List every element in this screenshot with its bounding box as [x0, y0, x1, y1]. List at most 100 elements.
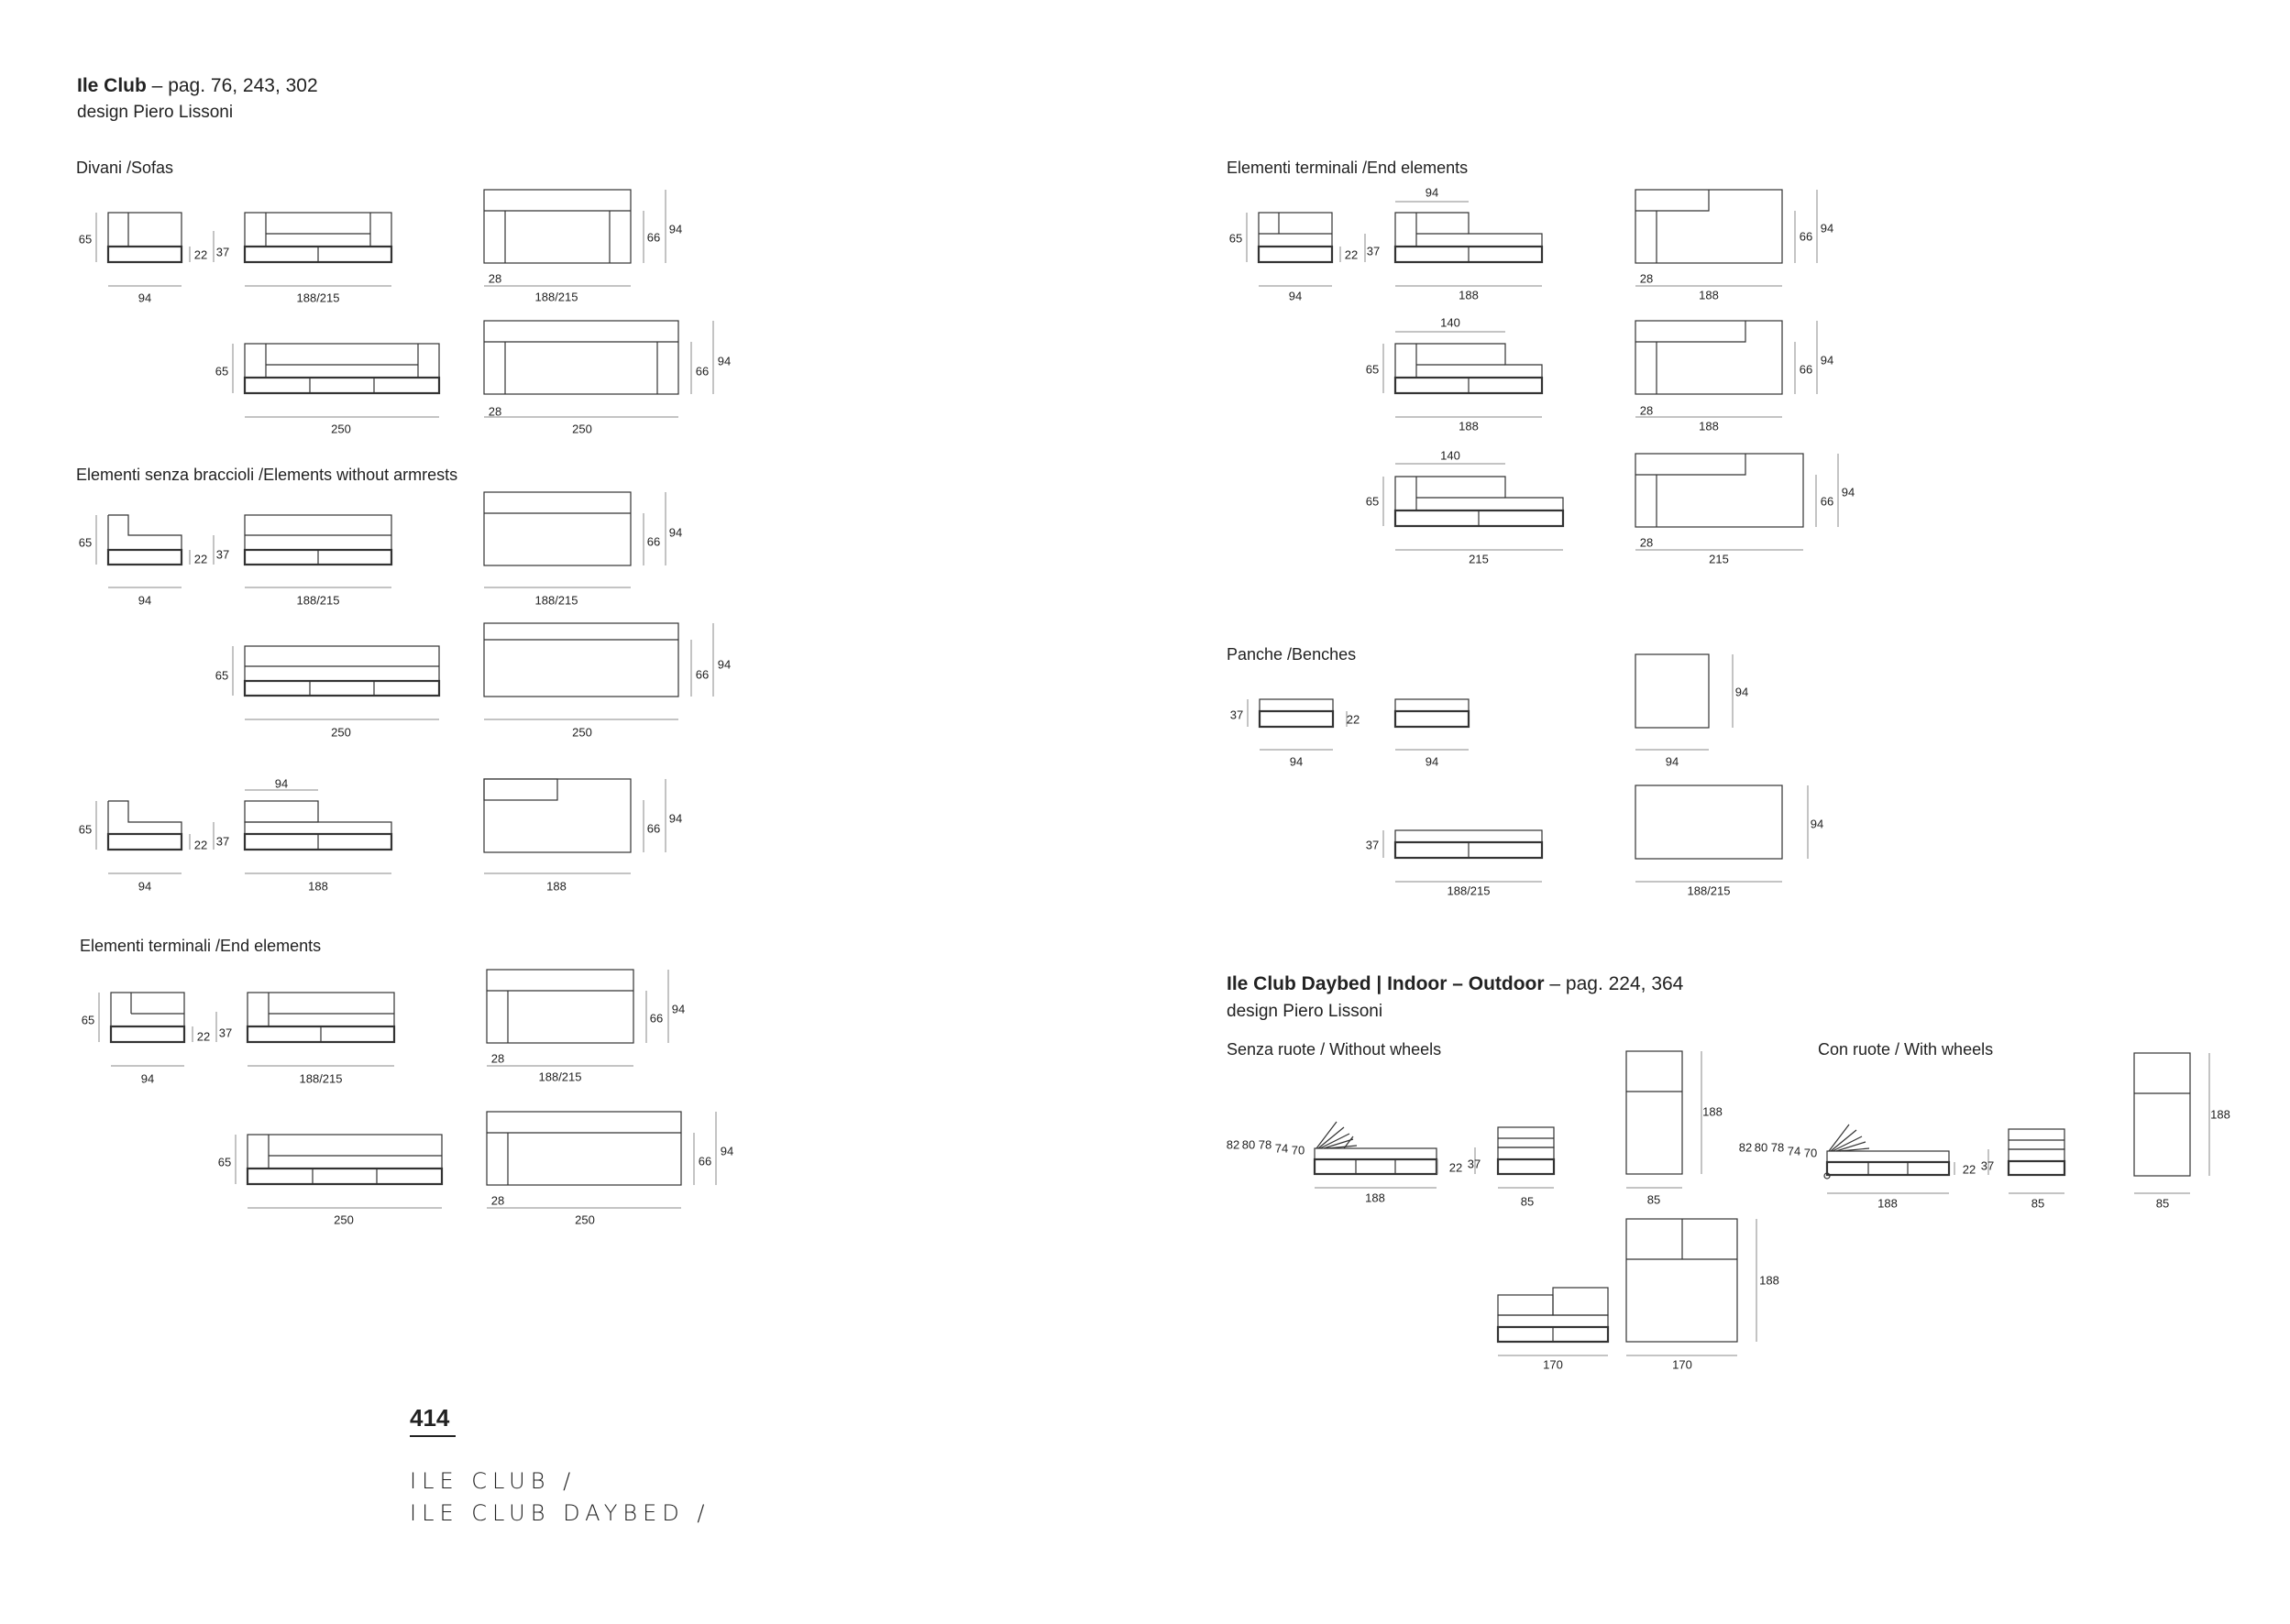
sofa-top-view-188 — [483, 189, 666, 287]
dim-label: 37 — [1229, 708, 1244, 722]
section-sofas: Divani /Sofas — [76, 159, 174, 177]
dim-label: 94 — [140, 1071, 155, 1086]
daybed-title: Ile Club Daybed | Indoor – Outdoor – pag… — [1227, 973, 1684, 994]
dim-label: 37 — [1366, 244, 1381, 258]
dim-label: 94 — [1820, 221, 1834, 236]
page-number-underline — [410, 1435, 456, 1437]
dim-label: 188 — [2210, 1107, 2230, 1122]
section-no-armrests: Elementi senza braccioli /Elements witho… — [76, 466, 458, 484]
recline-height-label: 78 — [1770, 1140, 1785, 1155]
dim-label: 94 — [1665, 754, 1679, 769]
dim-label: 250 — [572, 725, 592, 740]
dim-label: 94 — [668, 525, 683, 540]
dim-label: 250 — [331, 725, 351, 740]
dim-label: 37 — [215, 834, 230, 849]
dim-label: 94 — [717, 354, 732, 368]
dim-label: 94 — [1425, 754, 1439, 769]
recline-height-label: 74 — [1274, 1141, 1289, 1156]
daybed-wheels-front-85 — [1987, 1128, 2066, 1194]
dim-label: 188/215 — [1687, 883, 1731, 898]
dim-label: 188 — [308, 879, 328, 894]
dim-label: 66 — [646, 821, 661, 836]
chaise-top-188 — [483, 778, 666, 874]
dim-label: 94 — [1734, 685, 1749, 699]
dim-label: 28 — [488, 404, 502, 419]
dim-label: 22 — [193, 552, 208, 566]
bench-front-188 — [1382, 829, 1544, 883]
dim-label: 94 — [1289, 754, 1304, 769]
dim-label: 188/215 — [538, 1070, 582, 1084]
dim-label: 66 — [1820, 494, 1834, 509]
armless-top-188 — [483, 491, 666, 588]
bench-top-188 — [1635, 785, 1809, 883]
dim-label: 28 — [1639, 535, 1654, 550]
armless-side-view — [95, 514, 191, 588]
bench-side — [1247, 698, 1335, 751]
dim-label: 28 — [490, 1193, 505, 1208]
dim-label: 65 — [215, 364, 229, 379]
recline-height-label: 70 — [1291, 1143, 1305, 1158]
dim-label: 65 — [1365, 494, 1380, 509]
dim-label: 85 — [2031, 1196, 2045, 1211]
daybed-designer: design Piero Lissoni — [1227, 1002, 1383, 1021]
left-end-side — [98, 992, 193, 1067]
dim-label: 66 — [646, 230, 661, 245]
dim-label: 215 — [1709, 552, 1729, 566]
section-benches: Panche /Benches — [1227, 645, 1357, 664]
left-end-front-250 — [235, 1134, 444, 1209]
dim-label: 188 — [1702, 1104, 1723, 1119]
right-end-front-188-140 — [1382, 331, 1544, 418]
dim-label: 188 — [1759, 1273, 1779, 1288]
sofa-top-view-250 — [483, 320, 714, 418]
recline-height-label: 82 — [1226, 1137, 1240, 1152]
dim-label: 250 — [334, 1213, 354, 1227]
dim-label: 65 — [81, 1013, 95, 1027]
dim-label: 94 — [1425, 185, 1439, 200]
designer: design Piero Lissoni — [77, 103, 234, 122]
dim-label: 94 — [274, 776, 289, 791]
dim-label: 22 — [1346, 712, 1360, 727]
dim-label: 188 — [1365, 1191, 1385, 1205]
dim-label: 28 — [1639, 271, 1654, 286]
page-number: 414 — [410, 1404, 450, 1432]
recline-height-label: 80 — [1754, 1140, 1768, 1155]
section-end-elements-right: Elementi terminali /End elements — [1227, 159, 1469, 177]
dim-label: 94 — [138, 593, 152, 608]
collection-title: Ile Club – pag. 76, 243, 302 — [77, 75, 318, 96]
recline-height-label: 82 — [1738, 1140, 1753, 1155]
dim-label: 37 — [1980, 1158, 1995, 1173]
sofa-side-view — [95, 212, 191, 287]
daybed-wheels-side — [1823, 1124, 1955, 1194]
dim-label: 188 — [1459, 419, 1479, 433]
recline-height-label: 74 — [1787, 1144, 1801, 1158]
recline-height-label: 78 — [1258, 1137, 1272, 1152]
chaise-side-view — [95, 800, 191, 874]
dim-label: 66 — [1799, 362, 1813, 377]
dim-label: 22 — [193, 838, 208, 852]
dim-label: 65 — [215, 668, 229, 683]
dim-label: 188 — [1699, 419, 1719, 433]
dim-label: 94 — [1288, 289, 1303, 303]
dim-label: 94 — [138, 879, 152, 894]
dim-label: 28 — [490, 1051, 505, 1066]
left-end-front-188 — [215, 992, 396, 1067]
dim-label: 94 — [671, 1002, 686, 1016]
dim-label: 65 — [1365, 362, 1380, 377]
dim-label: 94 — [1841, 485, 1855, 499]
dim-label: 94 — [717, 657, 732, 672]
dim-label: 66 — [695, 364, 710, 379]
daybed-front-170 — [1496, 1287, 1610, 1356]
dim-label: 28 — [488, 271, 502, 286]
dim-label: 65 — [217, 1155, 232, 1169]
daybed-with-wheels: Con ruote / With wheels — [1818, 1040, 1994, 1059]
dim-label: 188/215 — [296, 593, 340, 608]
sofa-front-view-250 — [232, 343, 441, 418]
dim-label: 188 — [546, 879, 567, 894]
left-end-top-250 — [486, 1111, 717, 1209]
dim-label: 22 — [1344, 247, 1359, 262]
dim-label: 85 — [1520, 1194, 1535, 1209]
dim-label: 94 — [720, 1144, 734, 1158]
daybed-side-recline — [1313, 1121, 1438, 1189]
armless-front-188 — [213, 514, 393, 588]
